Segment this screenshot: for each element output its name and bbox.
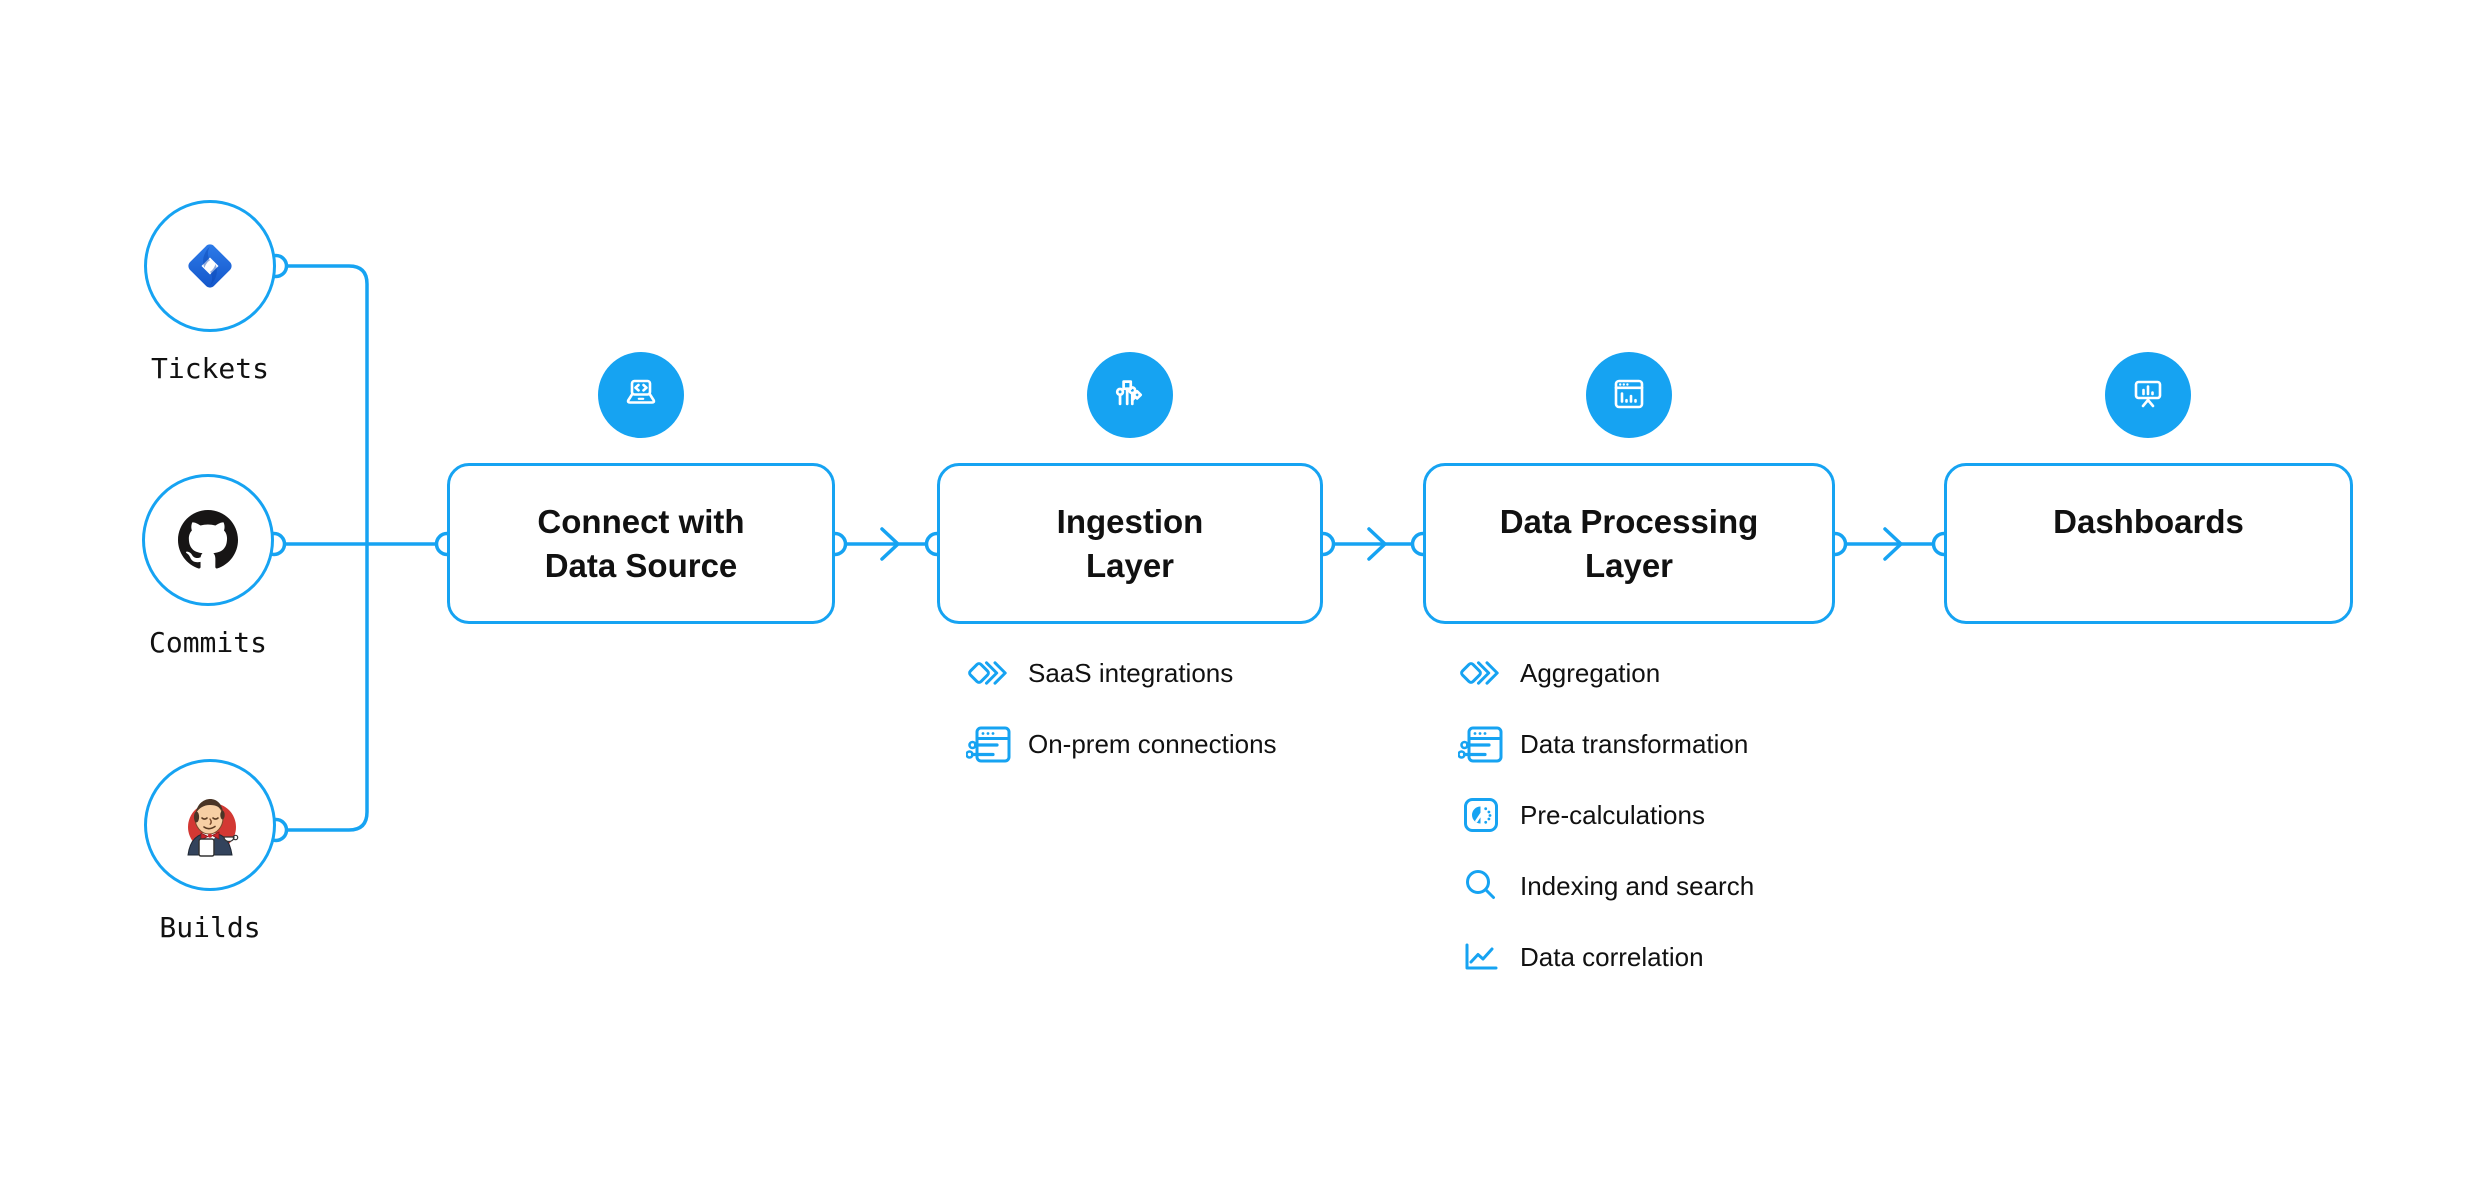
feature-row: Indexing and search (1458, 863, 1754, 909)
stage-title: Ingestion Layer (1056, 503, 1204, 584)
feature-label: On-prem connections (1028, 728, 1277, 759)
jenkins-icon (187, 799, 239, 857)
feature-row: On-prem connections (966, 721, 1277, 767)
feature-label: Pre-calculations (1520, 799, 1705, 830)
feature-label: Indexing and search (1520, 870, 1755, 901)
source-label-commits: Commits (148, 626, 267, 659)
feature-row: Pre-calculations (1458, 792, 1754, 838)
feature-row: Aggregation (1458, 650, 1754, 696)
stage-badge-dashboards (2105, 352, 2191, 438)
stage-badge-ingestion (1087, 352, 1173, 438)
stage-box-ingestion: Ingestion Layer (937, 463, 1323, 624)
feature-label: Data transformation (1520, 728, 1749, 759)
ingestion-feature-list: SaaS integrations On-prem connections (966, 650, 1277, 792)
diamond-chevrons-icon (1458, 650, 1504, 696)
feature-label: Aggregation (1520, 657, 1661, 688)
search-icon (1458, 863, 1504, 909)
source-tickets (144, 200, 276, 332)
stage-title: Connect with Data Source (537, 503, 745, 584)
source-commits (142, 474, 274, 606)
gauge-icon (1458, 792, 1504, 838)
stage-box-processing: Data Processing Layer (1423, 463, 1835, 624)
processing-feature-list: Aggregation Data transformation (1458, 650, 1754, 1005)
feature-label: Data correlation (1520, 941, 1704, 972)
stage-title: Dashboards (2053, 503, 2244, 540)
presentation-chart-icon (2134, 380, 2162, 408)
feature-row: Data transformation (1458, 721, 1754, 767)
jira-icon (188, 244, 232, 288)
stage-box-dashboards: Dashboards (1944, 463, 2353, 624)
window-chart-icon (1614, 379, 1644, 409)
flow-arrows (844, 527, 1935, 561)
stage-title: Data Processing Layer (1499, 503, 1759, 584)
feature-row: SaaS integrations (966, 650, 1277, 696)
diamond-chevrons-icon (966, 650, 1012, 696)
window-sliders-icon (1458, 721, 1504, 767)
feature-row: Data correlation (1458, 934, 1754, 980)
connector-wire (272, 264, 449, 832)
source-builds (144, 759, 276, 891)
stage-badge-processing (1586, 352, 1672, 438)
source-label-builds: Builds (159, 911, 261, 944)
source-label-tickets: Tickets (150, 352, 269, 385)
stage-box-connect: Connect with Data Source (447, 463, 835, 624)
line-chart-icon (1458, 934, 1504, 980)
feature-label: SaaS integrations (1028, 657, 1234, 688)
window-sliders-icon (966, 721, 1012, 767)
laptop-code-icon (626, 379, 656, 404)
stage-badge-connect (598, 352, 684, 438)
github-icon (178, 510, 238, 569)
circuit-icon (1115, 380, 1143, 406)
